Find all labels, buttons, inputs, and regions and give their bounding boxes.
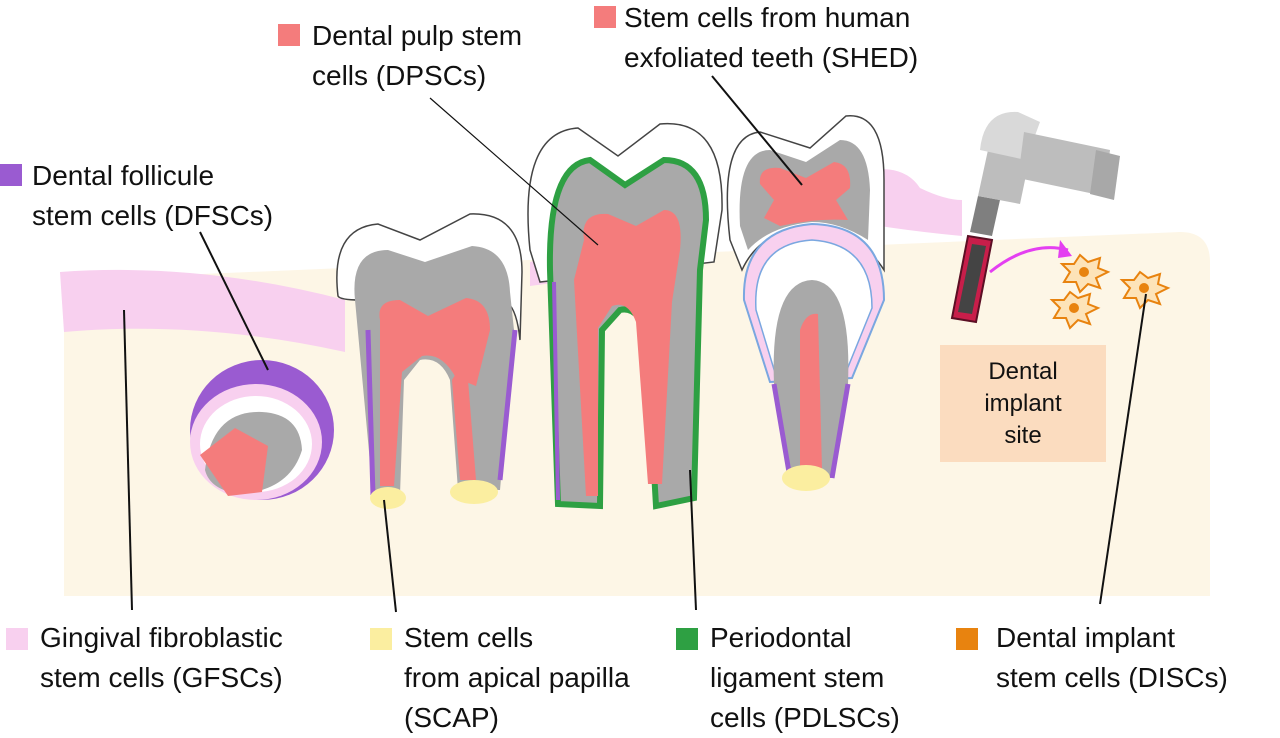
swatch-periodontal-ligament (676, 628, 698, 650)
label-shed: Stem cells from human exfoliated teeth (… (592, 0, 918, 78)
implant-site-label: Dental implant site (984, 357, 1062, 449)
label-gfsc-line1: Gingival fibroblastic (40, 622, 283, 653)
tooth-dpsc (527, 122, 723, 510)
swatch-follicle (0, 164, 22, 186)
gingiva (60, 269, 345, 352)
label-gfsc: Gingival fibroblastic stem cells (GFSCs) (6, 618, 283, 698)
label-disc-line1: Dental implant (996, 622, 1175, 653)
label-pdlsc-line1: Periodontal (710, 622, 852, 653)
label-scap-line2: from apical papilla (404, 662, 630, 693)
implant-stem-cells (1049, 253, 1171, 330)
label-dfsc-line2: stem cells (DFSCs) (32, 200, 274, 231)
label-dfsc: Dental follicule stem cells (DFSCs) (0, 156, 273, 236)
label-scap: Stem cells from apical papilla (SCAP) (370, 618, 630, 738)
label-pdlsc-line3: cells (PDLSCs) (710, 702, 900, 733)
leader-gfsc (123, 309, 133, 611)
leader-scap (383, 499, 397, 613)
implant-site-box: Dental implant site (940, 345, 1106, 462)
label-dfsc-line1: Dental follicule (32, 160, 215, 191)
leader-pdlsc (689, 469, 697, 611)
leader-shed (711, 75, 803, 186)
leader-dfsc (199, 231, 269, 371)
label-disc-line2: stem cells (DISCs) (996, 662, 1228, 693)
label-scap-line1: Stem cells (404, 622, 534, 653)
label-dpsc-line2: cells (DPSCs) (312, 60, 487, 91)
gingiva-right (870, 169, 962, 236)
label-scap-line3: (SCAP) (404, 702, 499, 733)
label-shed-line2: exfoliated teeth (SHED) (624, 42, 919, 73)
implant-arrow-head (1058, 240, 1072, 258)
tooth-bud (190, 360, 334, 500)
swatch-pulp (278, 24, 300, 46)
leader-disc (1099, 293, 1147, 605)
label-shed-line1: Stem cells from human (624, 2, 911, 33)
swatch-implant-cells (956, 628, 978, 650)
label-pdlsc: Periodontal ligament stem cells (PDLSCs) (676, 618, 900, 738)
swatch-apical-papilla (370, 628, 392, 650)
implant-drill (950, 111, 1120, 324)
tooth-shed (726, 115, 886, 491)
leader-lines (123, 75, 1147, 613)
leader-dpsc (429, 97, 599, 246)
label-dpsc: Dental pulp stem cells (DPSCs) (276, 16, 522, 96)
label-gfsc-line2: stem cells (GFSCs) (40, 662, 283, 693)
swatch-gingiva (6, 628, 28, 650)
label-pdlsc-line2: ligament stem (710, 662, 885, 693)
swatch-pulp-shed (594, 6, 616, 28)
label-disc: Dental implant stem cells (DISCs) (956, 618, 1228, 698)
label-dpsc-line1: Dental pulp stem (312, 20, 523, 51)
jaw-bone (64, 232, 1210, 596)
tooth-scap (336, 213, 523, 509)
